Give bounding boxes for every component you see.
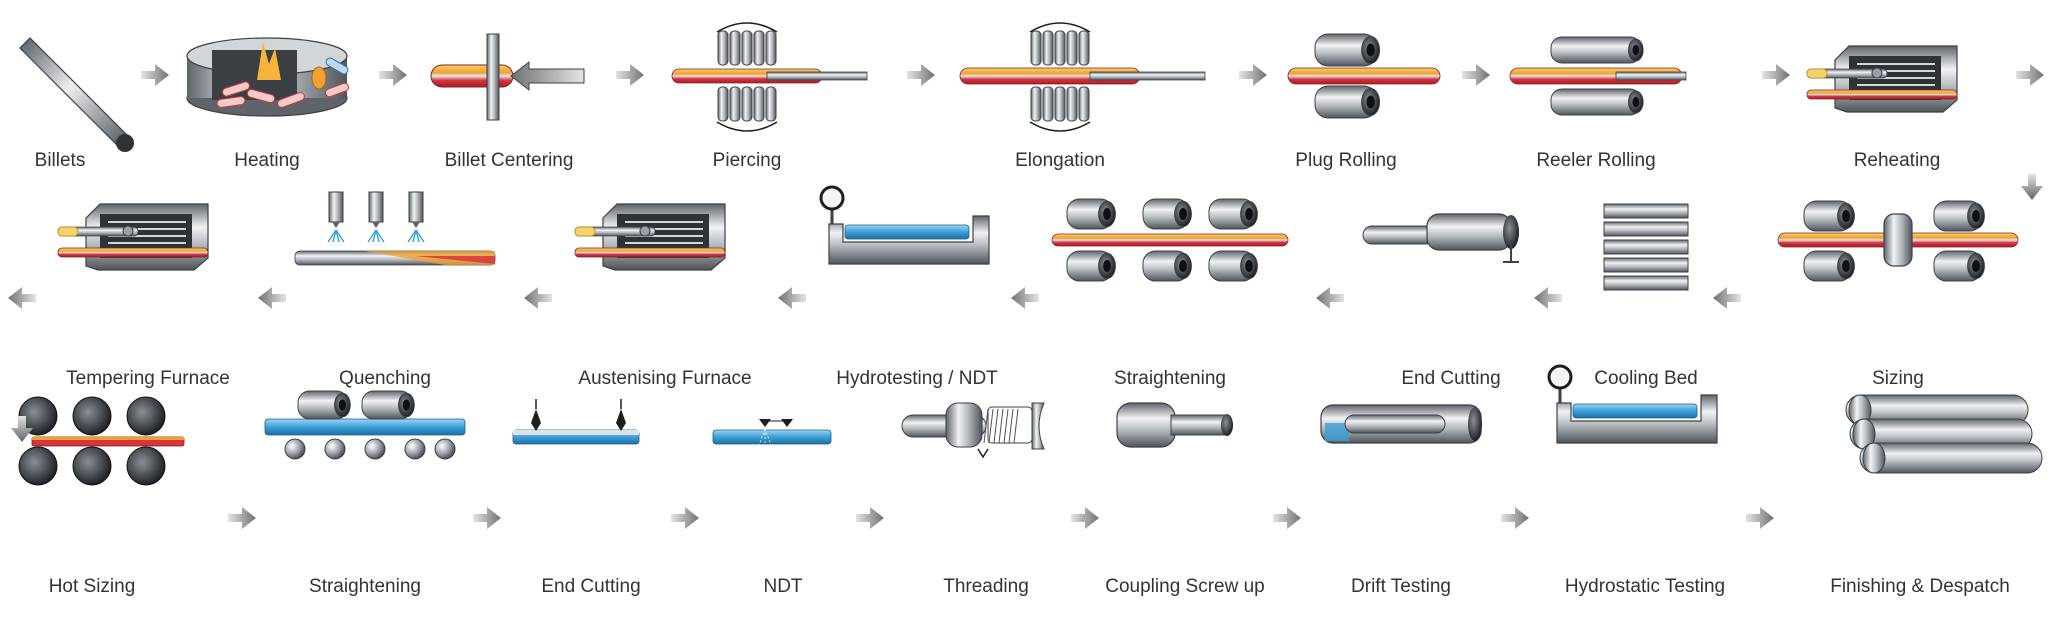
flow-arrow-left-icon: [1713, 287, 1741, 309]
flow-arrow-right-icon: [228, 507, 256, 529]
hydrotesting-icon: [819, 185, 990, 265]
step-label: Hydrostatic Testing: [1564, 576, 1726, 597]
step-label: Hot Sizing: [48, 576, 136, 597]
flow-arrow-down-icon: [11, 416, 33, 442]
coupling-icon: [1116, 402, 1233, 448]
plug-rolling-icon: [1287, 33, 1441, 119]
step-label: Quenching: [339, 368, 431, 389]
flow-arrow-right-icon: [141, 64, 169, 86]
flow-arrow-right-icon: [856, 507, 884, 529]
straightening-icon: [1051, 198, 1289, 282]
flow-arrow-left-icon: [1316, 287, 1344, 309]
step-label: NDT: [763, 576, 803, 597]
step-label: Elongation: [1015, 150, 1105, 171]
flow-arrow-right-icon: [671, 507, 699, 529]
hot-sizing-icon: [18, 396, 185, 486]
straightening-rolls-icon: [264, 390, 466, 460]
tempering-furnace-icon: [57, 203, 209, 271]
step-label: Billet Centering: [444, 150, 574, 171]
step-label: Reeler Rolling: [1536, 150, 1656, 171]
flow-arrow-right-icon: [1501, 507, 1529, 529]
step-label: Finishing & Despatch: [1830, 576, 2010, 597]
step-label: Austenising Furnace: [578, 368, 752, 389]
elongation-mill-icon: [959, 22, 1206, 132]
flow-arrow-right-icon: [1071, 507, 1099, 529]
flow-arrow-left-icon: [524, 287, 552, 309]
reeler-rolling-icon: [1509, 36, 1687, 116]
austenising-furnace-icon: [574, 203, 726, 271]
flow-arrow-right-icon: [1239, 64, 1267, 86]
flow-arrow-left-icon: [1011, 287, 1039, 309]
hydrostatic-testing-icon: [1547, 364, 1718, 444]
step-label: Drift Testing: [1351, 576, 1451, 597]
piercing-mill-icon: [671, 22, 868, 132]
heating-furnace-icon: [186, 37, 350, 117]
cooling-bed-icon: [1603, 203, 1689, 291]
step-label: Piercing: [712, 150, 782, 171]
billet-icon: [19, 37, 134, 152]
flow-arrow-right-icon: [1273, 507, 1301, 529]
threading-icon: [901, 402, 1045, 459]
step-label: Tempering Furnace: [66, 368, 230, 389]
step-label: Hydrotesting / NDT: [836, 368, 998, 389]
flow-arrow-right-icon: [473, 507, 501, 529]
flow-arrow-right-icon: [1762, 64, 1790, 86]
flow-arrow-left-icon: [8, 287, 36, 309]
flow-arrow-right-icon: [1746, 507, 1774, 529]
step-label: Reheating: [1853, 150, 1941, 171]
step-label: End Cutting: [541, 576, 641, 597]
flow-arrow-right-icon: [907, 64, 935, 86]
flow-arrow-right-icon: [379, 64, 407, 86]
step-label: Coupling Screw up: [1105, 576, 1265, 597]
step-label: End Cutting: [1401, 368, 1501, 389]
quenching-icon: [294, 191, 496, 266]
step-label: Straightening: [309, 576, 421, 597]
step-label: Threading: [943, 576, 1029, 597]
flow-arrow-right-icon: [1462, 64, 1490, 86]
step-label: Heating: [234, 150, 300, 171]
ndt-icon: [712, 419, 832, 446]
flow-arrow-right-icon: [616, 64, 644, 86]
reheating-furnace-icon: [1806, 45, 1958, 113]
billet-centering-icon: [430, 33, 585, 121]
drift-testing-icon: [1320, 404, 1482, 444]
step-label: Plug Rolling: [1295, 150, 1397, 171]
flow-arrow-left-icon: [1534, 287, 1562, 309]
finished-pipes-icon: [1845, 394, 2043, 474]
flow-arrow-left-icon: [258, 287, 286, 309]
sizing-mill-icon: [1777, 200, 2019, 282]
step-label: Cooling Bed: [1594, 368, 1698, 389]
flow-arrow-down-icon: [2021, 174, 2043, 200]
flow-arrow-left-icon: [778, 287, 806, 309]
pipe-end-cutting-icon: [512, 399, 640, 445]
flow-arrow-right-icon: [2016, 64, 2044, 86]
step-label: Billets: [34, 150, 86, 171]
step-label: Sizing: [1872, 368, 1924, 389]
step-label: Straightening: [1114, 368, 1226, 389]
end-cutting-icon: [1362, 213, 1519, 263]
